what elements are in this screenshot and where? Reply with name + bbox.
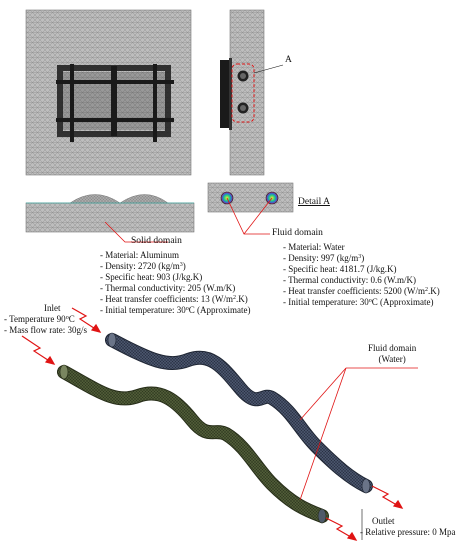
fluid-conductivity: - Thermal conductivity: 0.6 (W.m/K) [283,275,416,285]
outlet-arrow-upper [371,485,403,509]
fluid-water-line2: (Water) [378,354,406,364]
outlet-label: Outlet - Relative pressure: 0 Mpa [360,516,455,538]
inlet-title: Inlet [44,303,61,313]
top-view-mesh [25,9,192,176]
fluid-water-line1: Fluid domain [368,343,417,353]
water-callout-lines [299,367,418,501]
solid-density: - Density: 2720 (kg/m3) [100,261,186,271]
fluid-material: - Material: Water [283,242,345,252]
outlet-pressure: - Relative pressure: 0 Mpa [360,527,456,537]
callout-lines [104,197,273,243]
inlet-label: Inlet - Temperature 90oC - Mass flow rat… [4,303,87,336]
fluid-domain-title: Fluid domain [272,228,323,238]
inlet-arrow-upper [71,307,101,333]
solid-properties: - Material: Aluminum - Density: 2720 (kg… [100,250,250,316]
solid-htc: - Heat transfer coefficients: 13 (W/m2.K… [100,294,248,304]
fluid-htc: - Heat transfer coefficients: 5200 (W/m2… [283,286,440,296]
outlet-title: Outlet [372,516,395,526]
solid-domain-mesh [25,194,195,233]
detail-a-box [231,63,255,123]
side-view-mesh [220,9,284,176]
fluid-properties: - Material: Water - Density: 997 (kg/m3)… [283,242,440,308]
inlet-flow-rate: - Mass flow rate: 30g/s [4,325,87,335]
inlet-temperature: - Temperature 90oC [4,314,75,324]
solid-conductivity: - Thermal conductivity: 205 (W.m/K) [100,283,236,293]
fluid-initial-temp: - Initial temperature: 30oC (Approximate… [283,297,434,307]
detail-marker-a: A [285,55,292,65]
solid-domain-title: Solid domain [131,236,182,246]
flow-arrows [21,307,404,541]
fluid-specific-heat: - Specific heat: 4181.7 (J/kg.K) [283,264,397,274]
solid-material: - Material: Aluminum [100,250,179,260]
solid-initial-temp: - Initial temperature: 30oC (Approximate… [100,305,251,315]
solid-specific-heat: - Specific heat: 903 (J/kg.K) [100,272,203,282]
fluid-pipes-3d [57,332,373,524]
detail-a-caption: Detail A [298,197,330,207]
detail-a-view [207,182,294,213]
fluid-density: - Density: 997 (kg/m3) [283,253,365,263]
fluid-water-label: Fluid domain (Water) [368,343,416,365]
inlet-arrow-lower [21,335,55,365]
outlet-arrow-lower [325,517,357,541]
